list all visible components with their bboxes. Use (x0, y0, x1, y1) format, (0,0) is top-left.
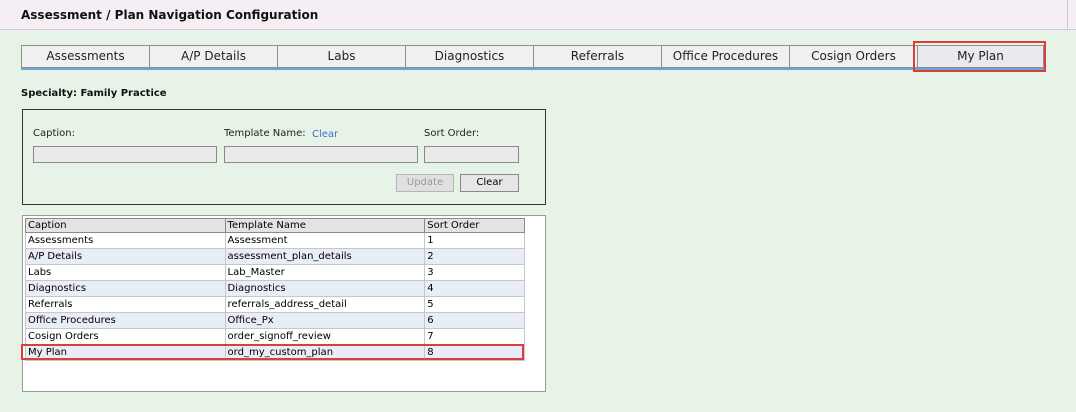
cell-sort-order: 3 (424, 264, 525, 281)
table-row[interactable]: A/P Details assessment_plan_details 2 (25, 248, 525, 265)
cell-template-name: referrals_address_detail (224, 296, 426, 313)
navigation-table: Caption Template Name Sort Order Assessm… (25, 218, 525, 361)
template-name-label: Template Name: (224, 128, 306, 139)
column-header-template-name[interactable]: Template Name (224, 218, 426, 233)
tab-office-procedures[interactable]: Office Procedures (661, 45, 789, 68)
specialty-label: Specialty: Family Practice (21, 88, 167, 99)
tab-assessments[interactable]: Assessments (21, 45, 149, 68)
cell-caption: Diagnostics (25, 280, 226, 297)
sort-order-input[interactable] (424, 146, 519, 163)
cell-sort-order: 2 (424, 248, 525, 265)
clear-button[interactable]: Clear (460, 174, 519, 192)
cell-sort-order: 1 (424, 232, 525, 249)
table-row[interactable]: Labs Lab_Master 3 (25, 264, 525, 281)
page-title: Assessment / Plan Navigation Configurati… (21, 8, 319, 22)
cell-caption: A/P Details (25, 248, 226, 265)
tab-referrals[interactable]: Referrals (533, 45, 661, 68)
cell-caption: Assessments (25, 232, 226, 249)
cell-sort-order: 8 (424, 344, 525, 361)
cell-template-name: Diagnostics (224, 280, 426, 297)
tab-labs[interactable]: Labs (277, 45, 405, 68)
table-row[interactable]: Assessments Assessment 1 (25, 232, 525, 249)
cell-template-name: ord_my_custom_plan (224, 344, 426, 361)
tab-strip: Assessments A/P Details Labs Diagnostics… (21, 45, 1044, 70)
column-header-sort-order[interactable]: Sort Order (424, 218, 525, 233)
update-button[interactable]: Update (396, 174, 454, 192)
caption-label: Caption: (33, 128, 75, 139)
title-bar-edge (1067, 0, 1068, 30)
edit-form: Caption: Template Name: Clear Sort Order… (22, 109, 546, 205)
cell-caption: Cosign Orders (25, 328, 226, 345)
template-name-input[interactable] (224, 146, 418, 163)
cell-template-name: Assessment (224, 232, 426, 249)
table-row[interactable]: Diagnostics Diagnostics 4 (25, 280, 525, 297)
cell-caption: Referrals (25, 296, 226, 313)
tab-ap-details[interactable]: A/P Details (149, 45, 277, 68)
template-clear-link[interactable]: Clear (312, 129, 339, 140)
sort-order-label: Sort Order: (424, 128, 480, 139)
table-row[interactable]: Office Procedures Office_Px 6 (25, 312, 525, 329)
tab-cosign-orders[interactable]: Cosign Orders (789, 45, 917, 68)
cell-sort-order: 6 (424, 312, 525, 329)
table-row[interactable]: My Plan ord_my_custom_plan 8 (25, 344, 525, 361)
cell-template-name: Office_Px (224, 312, 426, 329)
column-header-caption[interactable]: Caption (25, 218, 226, 233)
cell-sort-order: 7 (424, 328, 525, 345)
table-row[interactable]: Cosign Orders order_signoff_review 7 (25, 328, 525, 345)
tab-my-plan[interactable]: My Plan (917, 45, 1044, 68)
cell-template-name: Lab_Master (224, 264, 426, 281)
cell-sort-order: 5 (424, 296, 525, 313)
cell-sort-order: 4 (424, 280, 525, 297)
tab-diagnostics[interactable]: Diagnostics (405, 45, 533, 68)
cell-caption: My Plan (25, 344, 226, 361)
cell-template-name: assessment_plan_details (224, 248, 426, 265)
navigation-grid: Caption Template Name Sort Order Assessm… (22, 215, 546, 392)
table-header-row: Caption Template Name Sort Order (25, 218, 525, 233)
title-bar: Assessment / Plan Navigation Configurati… (0, 0, 1076, 30)
cell-caption: Office Procedures (25, 312, 226, 329)
table-row[interactable]: Referrals referrals_address_detail 5 (25, 296, 525, 313)
cell-template-name: order_signoff_review (224, 328, 426, 345)
caption-input[interactable] (33, 146, 217, 163)
cell-caption: Labs (25, 264, 226, 281)
